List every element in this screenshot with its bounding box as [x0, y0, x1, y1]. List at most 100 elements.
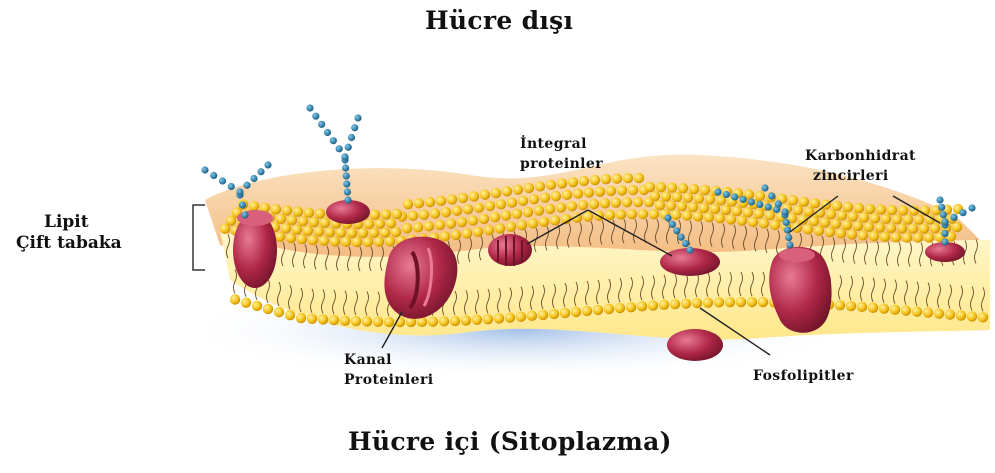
phospholipid-head	[276, 214, 286, 224]
phospholipid-head	[425, 197, 435, 207]
glycan-bead	[318, 121, 325, 128]
glycan-bead	[343, 172, 350, 179]
phospholipid-head	[891, 232, 901, 242]
phospholipid-head	[843, 202, 853, 212]
phospholipid-head	[820, 217, 830, 227]
phospholipid-head	[309, 217, 319, 227]
phospholipid-head	[546, 180, 556, 190]
phospholipid-head	[923, 307, 933, 317]
glycan-bead	[239, 201, 246, 208]
phospholipid-head	[263, 304, 273, 314]
phospholipid-head	[362, 316, 372, 326]
phospholipid-head	[626, 302, 636, 312]
phospholipid-head	[623, 173, 633, 183]
phospholipid-head	[402, 223, 412, 233]
phospholipid-head	[527, 311, 537, 321]
phospholipid-head	[589, 199, 599, 209]
phospholipid-head	[419, 210, 429, 220]
phospholipid-head	[616, 209, 626, 219]
phospholipid-head	[875, 222, 885, 232]
phospholipid-head	[892, 214, 902, 224]
phospholipid-head	[308, 235, 318, 245]
carbohydrate-chains-label-line1: Karbonhidrat	[805, 146, 916, 166]
phospholipid-head	[898, 205, 908, 215]
glycan-bead	[768, 192, 775, 199]
phospholipid-head	[865, 204, 875, 214]
phospholipid-head	[655, 200, 665, 210]
phospholipid-head	[502, 186, 512, 196]
glycan-bead	[673, 227, 680, 234]
phospholipid-head	[628, 185, 638, 195]
glycan-bead	[250, 175, 257, 182]
phospholipid-head	[677, 201, 687, 211]
phospholipid-head	[887, 205, 897, 215]
phospholipid-head	[617, 185, 627, 195]
phospholipid-head	[369, 228, 379, 238]
phospholipid-head	[901, 305, 911, 315]
phospholipid-head	[483, 314, 493, 324]
phospholipid-head	[645, 182, 655, 192]
glycan-bead	[775, 200, 782, 207]
phospholipid-head	[737, 215, 747, 225]
phospholipid-head	[320, 218, 330, 228]
phospholipid-head	[956, 310, 966, 320]
phospholipid-head	[440, 231, 450, 241]
phospholipid-head	[545, 204, 555, 214]
phospholipid-head	[296, 313, 306, 323]
phospholipid-head	[571, 307, 581, 317]
phospholipid-head	[474, 202, 484, 212]
phospholipid-head	[934, 308, 944, 318]
phospholipid-head	[430, 208, 440, 218]
phospholipid-head	[836, 228, 846, 238]
phospholipid-head	[924, 232, 934, 242]
phospholipid-head	[582, 306, 592, 316]
phospholipid-head	[678, 183, 688, 193]
channel-proteins-label-line2: Proteinleri	[344, 370, 433, 390]
phospholipid-head	[870, 213, 880, 223]
phospholipid-head	[846, 301, 856, 311]
phospholipid-head	[473, 227, 483, 237]
phospholipid-head	[469, 191, 479, 201]
phospholipid-head	[622, 197, 632, 207]
channel-proteins-label: Kanal Proteinleri	[344, 350, 433, 390]
phospholipid-head	[517, 220, 527, 230]
phospholipid-head	[692, 298, 702, 308]
phospholipid-head	[386, 218, 396, 228]
phospholipid-head	[472, 315, 482, 325]
phospholipid-head	[557, 178, 567, 188]
lipid-bilayer-label-line2: Çift tabaka	[16, 233, 122, 254]
glycan-bead	[731, 193, 738, 200]
phospholipid-head	[747, 297, 757, 307]
phospholipid-head	[666, 200, 676, 210]
phospholipid-head	[683, 192, 693, 202]
phospholipid-head	[512, 209, 522, 219]
glycan-bead	[781, 208, 788, 215]
phospholipid-head	[710, 204, 720, 214]
phospholipid-head	[615, 303, 625, 313]
phospholipid-head	[857, 302, 867, 312]
phospholipid-head	[868, 303, 878, 313]
intracellular-title: Hücre içi (Sitoplazma)	[348, 427, 672, 456]
phospholipid-head	[725, 297, 735, 307]
phospholipid-head	[363, 237, 373, 247]
phospholipid-head	[978, 312, 988, 322]
glycan-bead	[748, 198, 755, 205]
phospholipid-head	[494, 313, 504, 323]
phospholipid-head	[513, 184, 523, 194]
phospholipid-head	[854, 203, 864, 213]
phospholipid-head	[703, 297, 713, 307]
phospholipid-head	[671, 210, 681, 220]
glycan-bead	[345, 144, 352, 151]
phospholipid-head	[689, 184, 699, 194]
phospholipid-head	[507, 197, 517, 207]
phospholipid-head	[468, 215, 478, 225]
phospholipid-head	[528, 218, 538, 228]
phospholipid-head	[667, 182, 677, 192]
phospholipid-head	[352, 237, 362, 247]
phospholipid-head	[318, 314, 328, 324]
phospholipid-head	[601, 174, 611, 184]
phospholipid-head	[914, 214, 924, 224]
phospholipid-head	[876, 204, 886, 214]
phospholipid-head	[285, 310, 295, 320]
